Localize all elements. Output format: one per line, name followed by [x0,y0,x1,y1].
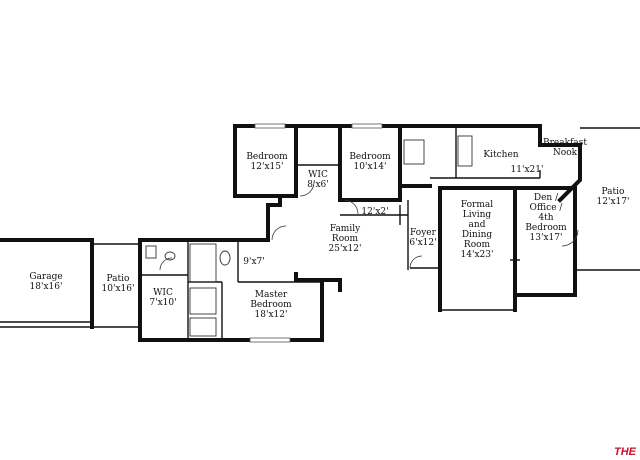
room-label-line: 12'x15' [251,162,284,172]
room-label-line: Dining [462,230,493,240]
room-label-line: 18'x16' [30,282,63,292]
family-room-walls [266,194,409,292]
room-label-line: Kitchen [483,150,518,160]
room-label-line: 4th [538,213,553,223]
kitchen-living-walls [398,124,582,312]
room-label-line: 14'x23' [461,250,494,260]
room-label-line: 13'x17' [530,233,563,243]
room-label-line: 10'x16' [102,284,135,294]
room-label-line: Foyer [410,228,437,238]
room-label-line: 6'x12' [409,238,436,248]
room-label-line: Family [330,224,361,234]
room-label-line: 9'x7' [243,257,264,267]
room-label-line: Bedroom [250,300,292,310]
room-label-line: Den / [534,193,559,203]
master-suite-walls [138,238,324,343]
room-label-line: Breakfast [543,138,587,148]
room-label-line: WIC [308,170,328,180]
room-label-line: Bedroom [349,152,391,162]
room-label-line: Formal [461,200,493,210]
watermark-logo: THE [614,446,637,458]
room-label-line: 7'x10' [149,298,176,308]
room-label-line: Living [463,210,492,220]
room-label-line: 10'x14' [354,162,387,172]
room-label-line: 25'x12' [329,244,362,254]
room-label-line: Room [464,240,491,250]
room-label-line: 11'x21' [511,165,544,175]
room-label-line: and [469,220,486,230]
room-label-line: Garage [29,272,62,282]
room-label-line: 12'x17' [597,197,630,207]
room-label-line: Bedroom [246,152,288,162]
room-label-line: Patio [107,274,130,284]
room-label-kitchen-size: 11'x21' [511,165,544,175]
room-label-line: Office / [530,203,564,213]
room-label-line: 8'x6' [307,180,328,190]
room-label-closet: 9'x7' [243,257,264,267]
master-bath-fixtures [145,243,231,337]
room-label-line: Bedroom [525,223,567,233]
room-label-line: Master [255,290,288,300]
room-label-line: 12'x2' [361,207,388,217]
room-label-kitchen: Kitchen [483,150,518,160]
patio-left-outline [92,243,140,328]
room-label-line: Nook [553,148,578,158]
room-label-hall: 12'x2' [361,207,388,217]
room-label-line: WIC [153,288,173,298]
room-label-line: 18'x12' [255,310,288,320]
garage-walls [0,238,94,329]
room-label-line: Room [332,234,359,244]
room-label-line: Patio [602,187,625,197]
patio-right-outline [575,127,640,271]
